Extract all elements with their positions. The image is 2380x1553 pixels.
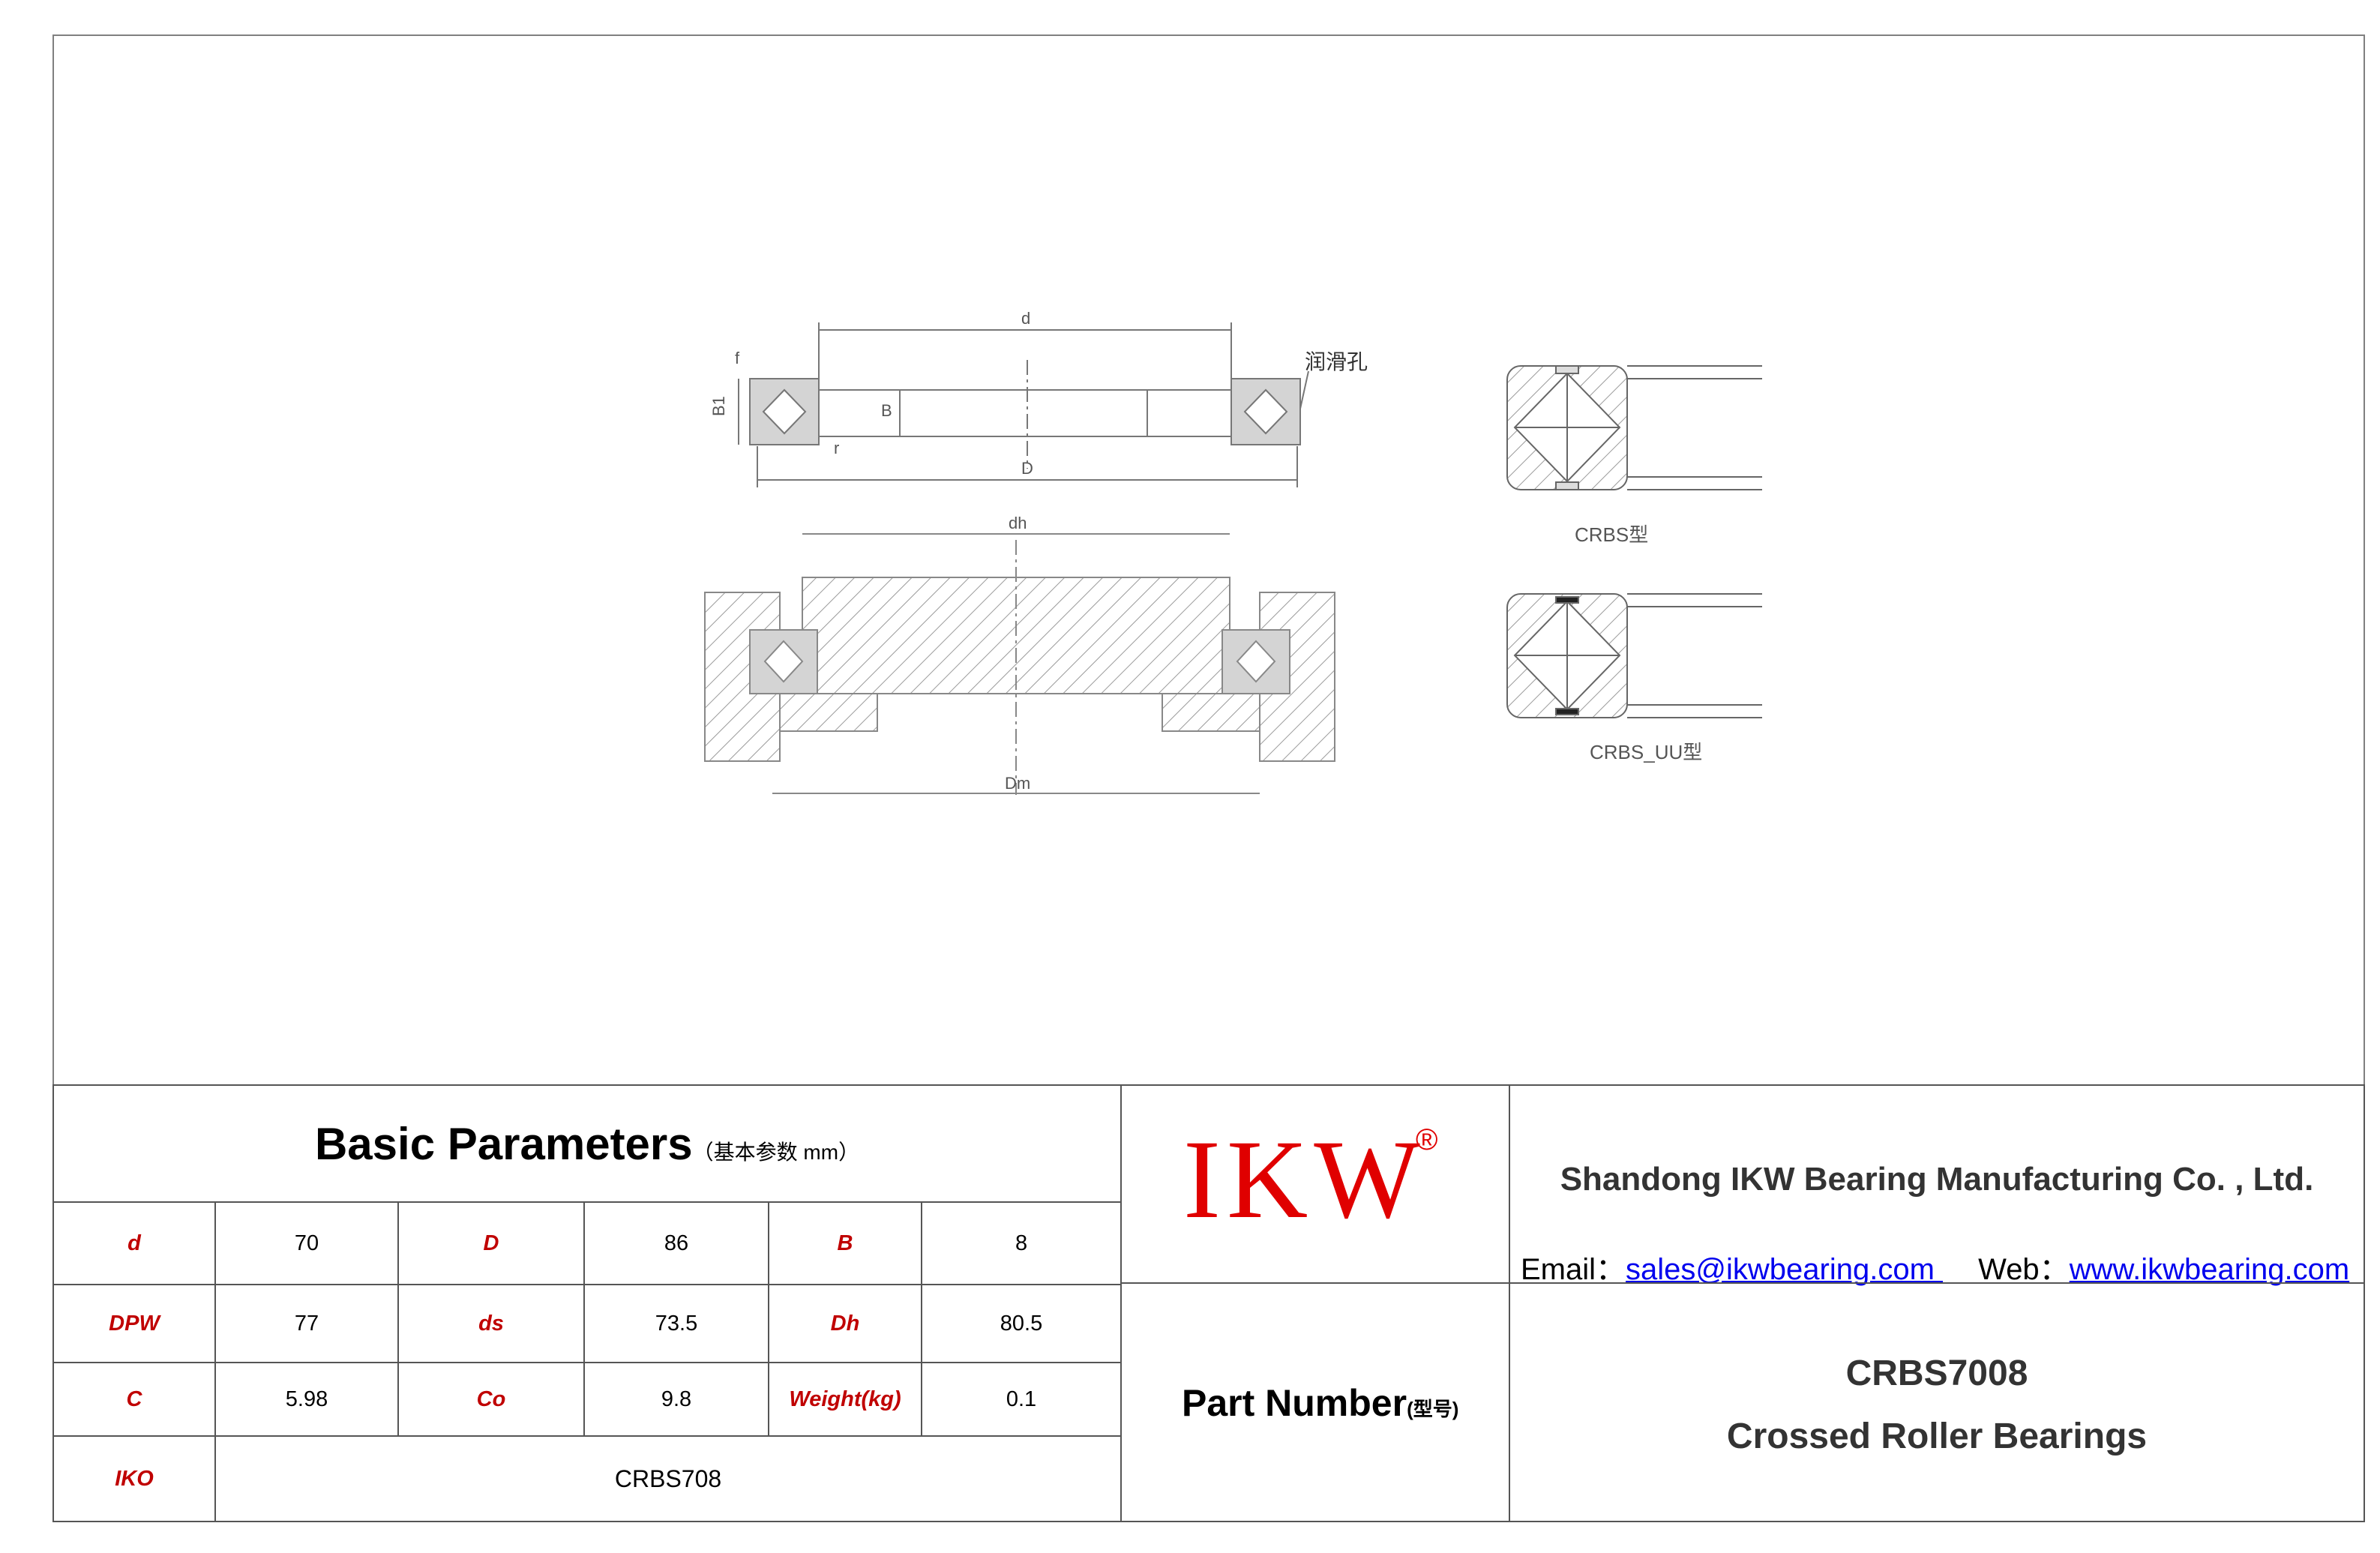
param-row: d 70 D 86 B 8 bbox=[52, 1201, 1123, 1285]
crbs-uu-caption: CRBS_UU型 bbox=[1590, 741, 1702, 763]
web-link[interactable]: www.ikwbearing.com bbox=[2069, 1253, 2350, 1286]
part-number-label-text: Part Number bbox=[1182, 1382, 1407, 1424]
param-label: C bbox=[52, 1362, 216, 1437]
part-number-label-cell: Part Number(型号) bbox=[1120, 1282, 1510, 1522]
param-value: 73.5 bbox=[583, 1284, 769, 1363]
param-value: 77 bbox=[214, 1284, 399, 1363]
param-label: ds bbox=[397, 1284, 585, 1363]
parameters-title: Basic Parameters bbox=[314, 1118, 693, 1169]
bearing-technical-drawing: d D B1 f r B 润滑孔 dh Dm CRBS bbox=[704, 309, 1762, 795]
dim-B1-label: B1 bbox=[709, 396, 728, 416]
ikw-logo: IKW bbox=[1183, 1117, 1426, 1242]
part-number: CRBS7008 bbox=[1845, 1354, 2028, 1393]
bearing-top-section bbox=[738, 322, 1309, 487]
param-label: Dh bbox=[768, 1284, 922, 1363]
param-value: 86 bbox=[583, 1201, 769, 1285]
crbs-uu-detail bbox=[1506, 593, 1762, 718]
web-label: Web： bbox=[1978, 1253, 2070, 1286]
param-label: Weight(kg) bbox=[768, 1362, 922, 1437]
param-value: 8 bbox=[920, 1201, 1123, 1285]
param-label: DPW bbox=[52, 1284, 216, 1363]
parameters-title-cell: Basic Parameters（基本参数 mm） bbox=[52, 1084, 1123, 1203]
param-row: C 5.98 Co 9.8 Weight(kg) 0.1 bbox=[52, 1362, 1123, 1437]
dim-D-label: D bbox=[1021, 459, 1033, 478]
crbs-caption: CRBS型 bbox=[1575, 523, 1648, 546]
company-name: Shandong IKW Bearing Manufacturing Co. ,… bbox=[1560, 1161, 2314, 1198]
param-value: 5.98 bbox=[214, 1362, 399, 1437]
lube-hole-label: 润滑孔 bbox=[1305, 350, 1368, 373]
param-row: IKO CRBS708 bbox=[52, 1435, 1123, 1522]
dim-f-label: f bbox=[735, 349, 740, 367]
param-row: DPW 77 ds 73.5 Dh 80.5 bbox=[52, 1284, 1123, 1363]
param-label: d bbox=[52, 1201, 216, 1285]
crbs-detail bbox=[1506, 365, 1762, 490]
dim-d-label: d bbox=[1021, 309, 1030, 328]
param-label: B bbox=[768, 1201, 922, 1285]
product-name: Crossed Roller Bearings bbox=[1726, 1417, 2148, 1456]
param-value: 80.5 bbox=[920, 1284, 1123, 1363]
contact-line: Email：sales@ikwbearing.com Web：www.ikwbe… bbox=[1521, 1245, 2349, 1288]
param-value: 0.1 bbox=[920, 1362, 1123, 1437]
email-link[interactable]: sales@ikwbearing.com bbox=[1626, 1253, 1944, 1286]
param-value: 70 bbox=[214, 1201, 399, 1285]
registered-mark: ® bbox=[1416, 1123, 1438, 1156]
email-label: Email： bbox=[1521, 1253, 1626, 1286]
company-cell: Shandong IKW Bearing Manufacturing Co. ,… bbox=[1509, 1084, 2365, 1286]
parameters-title-sub: （基本参数 mm） bbox=[692, 1140, 860, 1164]
bearing-top-labels: d D B1 f r B 润滑孔 bbox=[709, 309, 1368, 478]
dim-Dm-label: Dm bbox=[1005, 774, 1030, 793]
iko-label: IKO bbox=[52, 1435, 216, 1522]
dim-r-label: r bbox=[834, 439, 839, 457]
dim-B-label: B bbox=[881, 401, 892, 420]
basic-parameters-table: Basic Parameters（基本参数 mm） d 70 D 86 B 8 … bbox=[52, 1084, 1123, 1522]
part-number-label-sub: (型号) bbox=[1407, 1398, 1459, 1420]
part-number-value-cell: CRBS7008 Crossed Roller Bearings bbox=[1509, 1282, 2365, 1522]
param-label: Co bbox=[397, 1362, 585, 1437]
mounting-section bbox=[704, 533, 1335, 795]
param-value: 9.8 bbox=[583, 1362, 769, 1437]
iko-value: CRBS708 bbox=[214, 1435, 1123, 1522]
part-number-label: Part Number(型号) bbox=[1182, 1381, 1458, 1425]
dim-dh-label: dh bbox=[1009, 514, 1027, 532]
param-label: D bbox=[397, 1201, 585, 1285]
logo-cell: IKW ® bbox=[1120, 1084, 1510, 1284]
